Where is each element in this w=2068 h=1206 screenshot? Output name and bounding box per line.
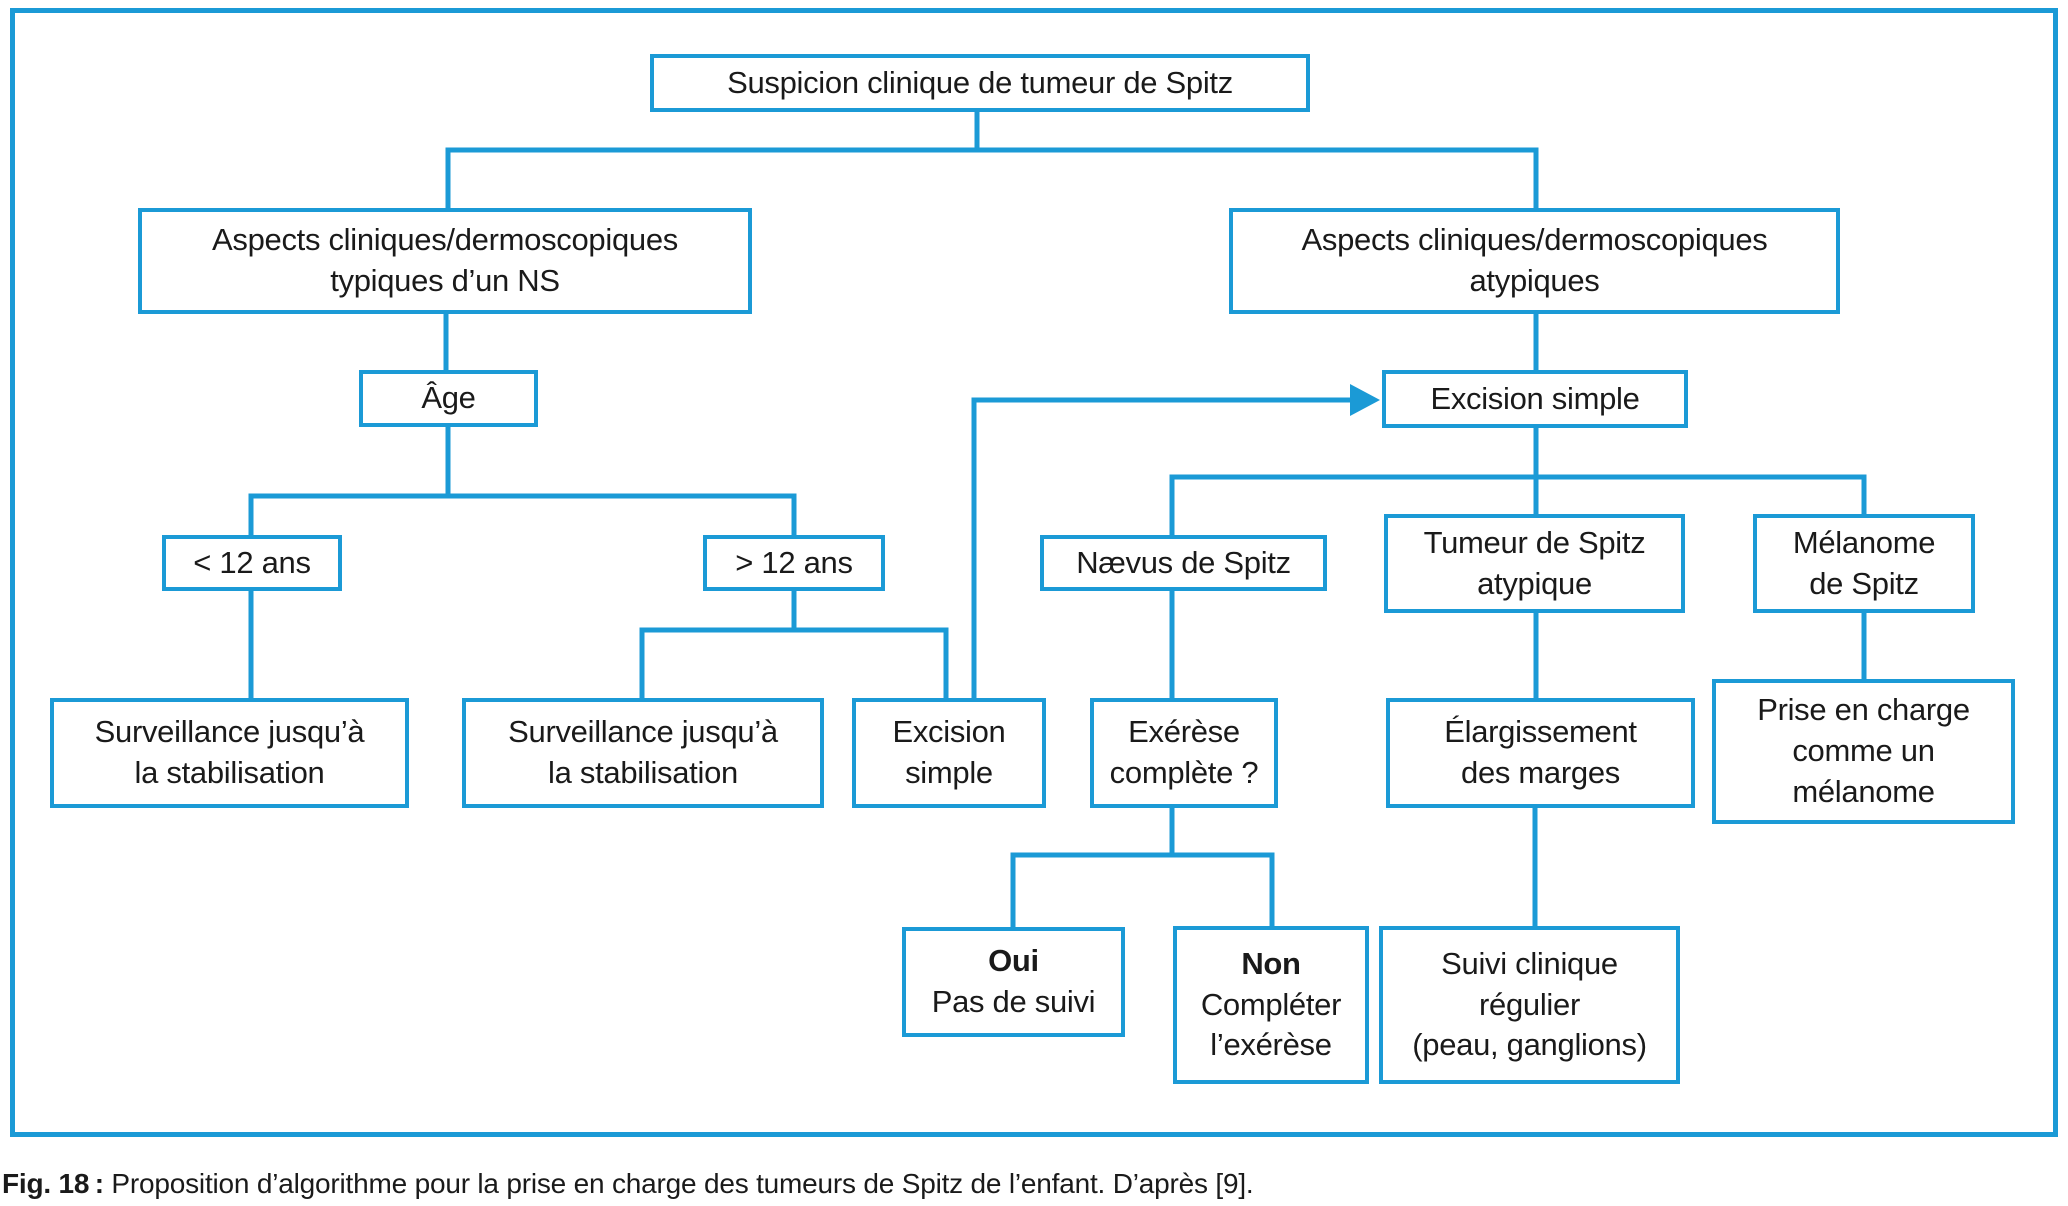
node-label: Surveillance jusqu’à la stabilisation: [94, 714, 365, 790]
node-excision-simple-gauche: Excision simple: [852, 698, 1046, 808]
node-label: < 12 ans: [193, 544, 311, 580]
node-surveillance-stabilisation-2: Surveillance jusqu’à la stabilisation: [462, 698, 824, 808]
node-label: Prise en charge comme un mélanome: [1757, 692, 1970, 809]
node-suspicion-clinique: Suspicion clinique de tumeur de Spitz: [650, 54, 1310, 112]
node-aspects-typiques: Aspects cliniques/dermoscopiques typique…: [138, 208, 752, 314]
node-label: Tumeur de Spitz atypique: [1423, 524, 1646, 601]
node-label: Suivi clinique régulier (peau, ganglions…: [1412, 945, 1647, 1063]
node-label: Pas de suivi: [931, 984, 1096, 1019]
node-plus-12-ans: > 12 ans: [703, 535, 885, 591]
node-label: Excision simple: [892, 714, 1006, 790]
node-surveillance-stabilisation-1: Surveillance jusqu’à la stabilisation: [50, 698, 409, 808]
node-non-completer-exerese: Non Compléter l’exérèse: [1173, 926, 1369, 1084]
node-melanome-spitz: Mélanome de Spitz: [1753, 514, 1975, 613]
node-label: Élargissement des marges: [1444, 714, 1637, 790]
node-age: Âge: [359, 370, 538, 427]
node-label: Suspicion clinique de tumeur de Spitz: [727, 64, 1233, 100]
node-exerese-complete: Exérèse complète ?: [1090, 698, 1278, 808]
node-label: Âge: [421, 380, 476, 416]
node-label: Surveillance jusqu’à la stabilisation: [508, 714, 778, 790]
node-tumeur-spitz-atypique: Tumeur de Spitz atypique: [1384, 514, 1685, 613]
node-excision-simple-droite: Excision simple: [1382, 370, 1688, 428]
node-aspects-atypiques: Aspects cliniques/dermoscopiques atypiqu…: [1229, 208, 1840, 314]
node-label-bold: Non: [1241, 945, 1301, 981]
node-label: Compléter l’exérèse: [1200, 986, 1342, 1063]
caption-label: Fig. 18 :: [2, 1168, 104, 1199]
node-elargissement-marges: Élargissement des marges: [1386, 698, 1695, 808]
node-oui-pas-de-suivi: Oui Pas de suivi: [902, 927, 1125, 1037]
node-suivi-clinique-regulier: Suivi clinique régulier (peau, ganglions…: [1379, 926, 1680, 1084]
node-label: Nævus de Spitz: [1076, 544, 1291, 580]
node-label-bold: Oui: [988, 943, 1039, 979]
node-label: Exérèse complète ?: [1109, 714, 1259, 790]
node-label: Mélanome de Spitz: [1792, 524, 1936, 601]
node-label: Excision simple: [1430, 380, 1640, 416]
node-naevus-spitz: Nævus de Spitz: [1040, 535, 1327, 591]
figure-caption: Fig. 18 : Proposition d’algorithme pour …: [2, 1168, 2002, 1200]
node-label: Aspects cliniques/dermoscopiques atypiqu…: [1301, 222, 1768, 298]
caption-text: Proposition d’algorithme pour la prise e…: [103, 1168, 1254, 1199]
node-label: > 12 ans: [735, 544, 853, 580]
node-prise-en-charge-melanome: Prise en charge comme un mélanome: [1712, 679, 2015, 824]
node-moins-12-ans: < 12 ans: [162, 535, 342, 591]
node-label: Aspects cliniques/dermoscopiques typique…: [212, 222, 678, 298]
flowchart-frame: [10, 8, 2058, 1137]
